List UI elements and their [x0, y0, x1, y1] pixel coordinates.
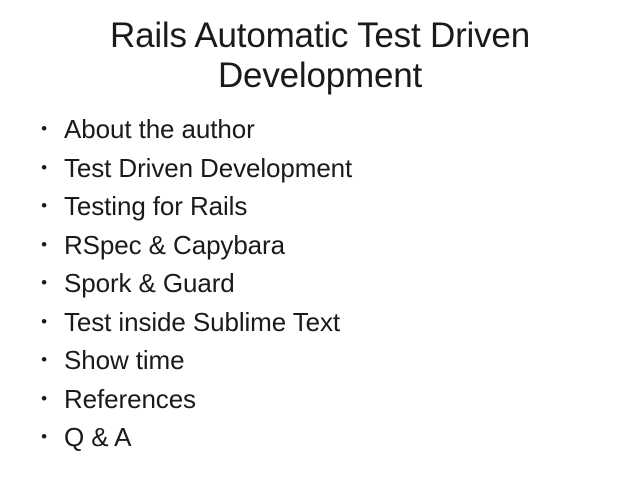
- list-item-label: References: [64, 383, 196, 414]
- list-item: • RSpec & Capybara: [30, 226, 620, 265]
- bullet-point-icon: •: [41, 196, 47, 215]
- slide-title: Rails Automatic Test Driven Development: [110, 16, 530, 95]
- list-item-label: Test inside Sublime Text: [64, 306, 341, 337]
- bullet-point-icon: •: [41, 427, 47, 446]
- list-item: • Test inside Sublime Text: [30, 303, 620, 342]
- bullet-point-icon: •: [41, 119, 47, 138]
- bullet-point-icon: •: [41, 273, 47, 292]
- bullet-point-icon: •: [41, 157, 47, 177]
- bullet-point-icon: •: [41, 388, 47, 408]
- list-item: • Testing for Rails: [30, 187, 620, 226]
- list-item: • Test Driven Development: [30, 149, 620, 188]
- list-item-label: Testing for Rails: [64, 191, 248, 221]
- list-item: • Q & A: [30, 418, 620, 457]
- bullet-point-icon: •: [41, 234, 47, 254]
- bullet-point-icon: •: [41, 350, 47, 369]
- list-item-label: Q & A: [64, 422, 132, 452]
- list-item-label: RSpec & Capybara: [64, 229, 285, 260]
- list-item-label: Test Driven Development: [64, 152, 353, 183]
- agenda-bullet-list: • About the author • Test Driven Develop…: [30, 110, 620, 457]
- list-item: • References: [30, 380, 620, 419]
- list-item-label: About the author: [64, 114, 255, 144]
- list-item: • Spork & Guard: [30, 264, 620, 303]
- bullet-point-icon: •: [41, 311, 47, 331]
- list-item-label: Show time: [64, 345, 185, 375]
- list-item: • Show time: [30, 341, 620, 380]
- list-item-label: Spork & Guard: [64, 268, 235, 298]
- list-item: • About the author: [30, 110, 620, 149]
